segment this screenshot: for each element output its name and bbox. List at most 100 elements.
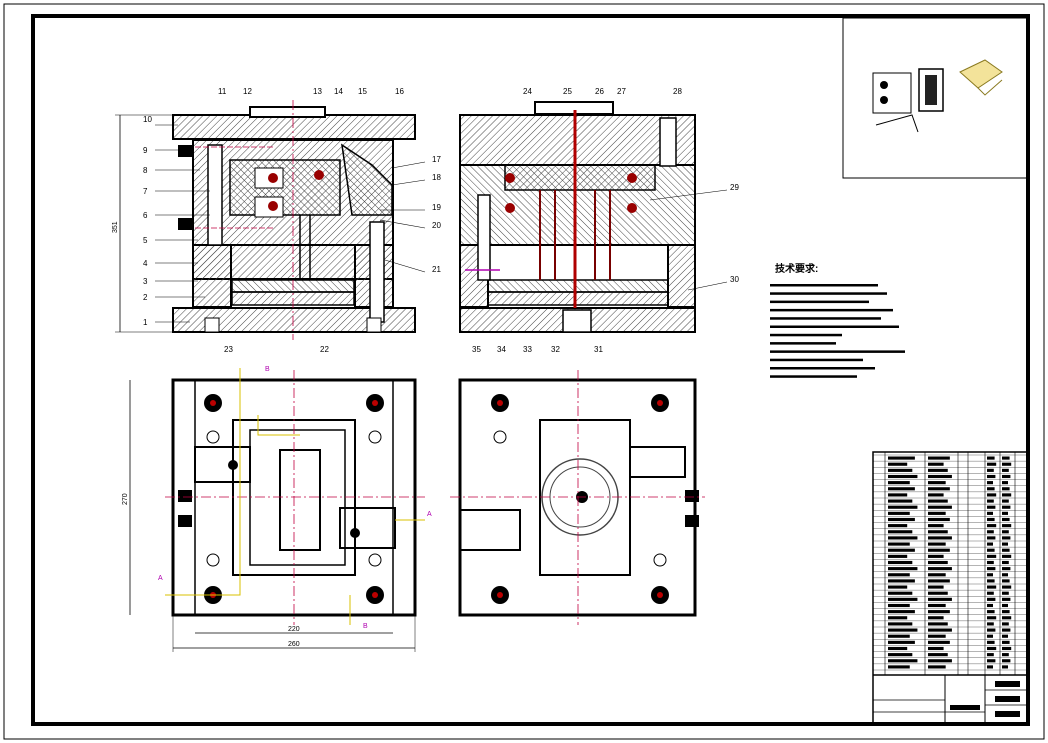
parts-list-cell bbox=[888, 468, 913, 472]
parts-list-cell bbox=[987, 548, 995, 552]
section-marks: B B A A bbox=[158, 366, 432, 630]
preview-box bbox=[842, 17, 1029, 179]
part-label: 31 bbox=[594, 345, 603, 354]
parts-list-cell bbox=[928, 474, 952, 479]
parts-list-cell bbox=[928, 659, 952, 663]
parts-list-cell bbox=[928, 567, 952, 571]
parts-list-cell bbox=[888, 499, 913, 503]
parts-list-cell bbox=[928, 487, 950, 491]
parts-list-cell bbox=[888, 536, 918, 540]
plan-view-right bbox=[450, 370, 705, 625]
dim-plan-outer-width-text: 260 bbox=[288, 641, 300, 648]
note-line bbox=[770, 292, 887, 295]
section-mark: A bbox=[427, 511, 432, 518]
parts-list-cell bbox=[1002, 628, 1011, 632]
parts-list-cell bbox=[1002, 567, 1011, 571]
parts-list-cell bbox=[928, 499, 948, 503]
parts-list-cell bbox=[987, 468, 994, 472]
parts-list-cell bbox=[1002, 524, 1012, 528]
parts-list-cell bbox=[987, 603, 993, 608]
part-label: 15 bbox=[358, 87, 367, 96]
parts-list-cell bbox=[1002, 610, 1010, 614]
front-section-view bbox=[172, 100, 416, 340]
parts-list-cell bbox=[1002, 554, 1012, 558]
parts-list-cell bbox=[1002, 659, 1011, 663]
part-label: 1 bbox=[143, 318, 148, 327]
parts-list-cell bbox=[888, 567, 918, 571]
parts-list-cell bbox=[1002, 591, 1009, 595]
parts-list-cell bbox=[987, 505, 996, 509]
parts-list-cell bbox=[987, 542, 993, 546]
section-mark: A bbox=[158, 575, 163, 582]
parts-list-cell bbox=[888, 511, 910, 515]
parts-list-cell bbox=[888, 493, 908, 497]
parts-list-cell bbox=[1002, 511, 1008, 515]
part-label: 23 bbox=[224, 345, 233, 354]
parts-list-cell bbox=[928, 579, 950, 583]
note-line bbox=[770, 375, 857, 378]
part-label: 21 bbox=[432, 265, 441, 274]
plan-view-left bbox=[165, 368, 425, 625]
parts-list-cell bbox=[928, 560, 948, 565]
parts-list-cell bbox=[987, 653, 994, 657]
part-label: 17 bbox=[432, 155, 441, 164]
parts-list-cell bbox=[888, 585, 908, 589]
parts-list-cell bbox=[987, 481, 993, 485]
parts-list-cell bbox=[928, 468, 948, 472]
part-label: 7 bbox=[143, 187, 148, 196]
parts-list-cell bbox=[888, 462, 908, 466]
parts-list-cell bbox=[888, 542, 910, 546]
parts-list-cell bbox=[1002, 487, 1010, 491]
parts-list-cell bbox=[888, 640, 915, 644]
parts-list-cell bbox=[1002, 493, 1012, 497]
parts-list-cell bbox=[928, 462, 944, 466]
parts-list-cell bbox=[1002, 462, 1012, 466]
part-label: 19 bbox=[432, 203, 441, 212]
parts-list-cell bbox=[888, 579, 915, 583]
parts-list-cell bbox=[1002, 481, 1008, 485]
parts-list-cell bbox=[1002, 530, 1009, 534]
plan-dimensions: 270 220 260 bbox=[122, 380, 416, 652]
parts-list-cell bbox=[987, 524, 997, 528]
parts-list-cell bbox=[987, 573, 993, 577]
parts-list-cell bbox=[928, 597, 952, 601]
note-line bbox=[770, 300, 869, 304]
parts-list-cell bbox=[1002, 542, 1008, 546]
parts-list-cell bbox=[1002, 665, 1008, 669]
part-label: 6 bbox=[143, 211, 148, 220]
part-label: 14 bbox=[334, 87, 343, 96]
note-line bbox=[770, 284, 878, 287]
part-label: 22 bbox=[320, 345, 329, 354]
note-line bbox=[770, 342, 836, 345]
parts-list-cell bbox=[888, 646, 908, 651]
parts-list-cell bbox=[888, 603, 910, 608]
parts-list-cell bbox=[987, 474, 996, 479]
parts-list-cell bbox=[987, 646, 997, 651]
parts-list-cell bbox=[888, 487, 915, 491]
part-label: 20 bbox=[432, 221, 441, 230]
part-leaders bbox=[155, 124, 728, 323]
drawing-frame bbox=[31, 14, 1030, 726]
parts-list-cell bbox=[928, 603, 946, 608]
parts-list-cell bbox=[928, 517, 950, 522]
part-label: 12 bbox=[243, 87, 252, 96]
note-line bbox=[770, 333, 842, 337]
outer-border bbox=[3, 3, 1045, 740]
parts-list-cell bbox=[888, 524, 908, 528]
parts-list-cell bbox=[888, 554, 908, 558]
parts-list-cell bbox=[928, 622, 948, 626]
part-label: 5 bbox=[143, 236, 148, 245]
parts-list-cell bbox=[928, 548, 950, 552]
parts-list-cell bbox=[888, 665, 910, 669]
part-label: 27 bbox=[617, 87, 626, 96]
parts-list-cell bbox=[987, 530, 994, 534]
note-line bbox=[770, 308, 893, 312]
parts-list-cell bbox=[1002, 468, 1009, 472]
parts-list-cell bbox=[1002, 622, 1009, 626]
parts-list-cell bbox=[928, 640, 950, 644]
parts-list-cell bbox=[888, 560, 913, 565]
parts-list-cell bbox=[1002, 536, 1011, 540]
parts-list-cell bbox=[928, 511, 946, 515]
part-label: 24 bbox=[523, 87, 532, 96]
parts-list-cell bbox=[928, 616, 944, 620]
